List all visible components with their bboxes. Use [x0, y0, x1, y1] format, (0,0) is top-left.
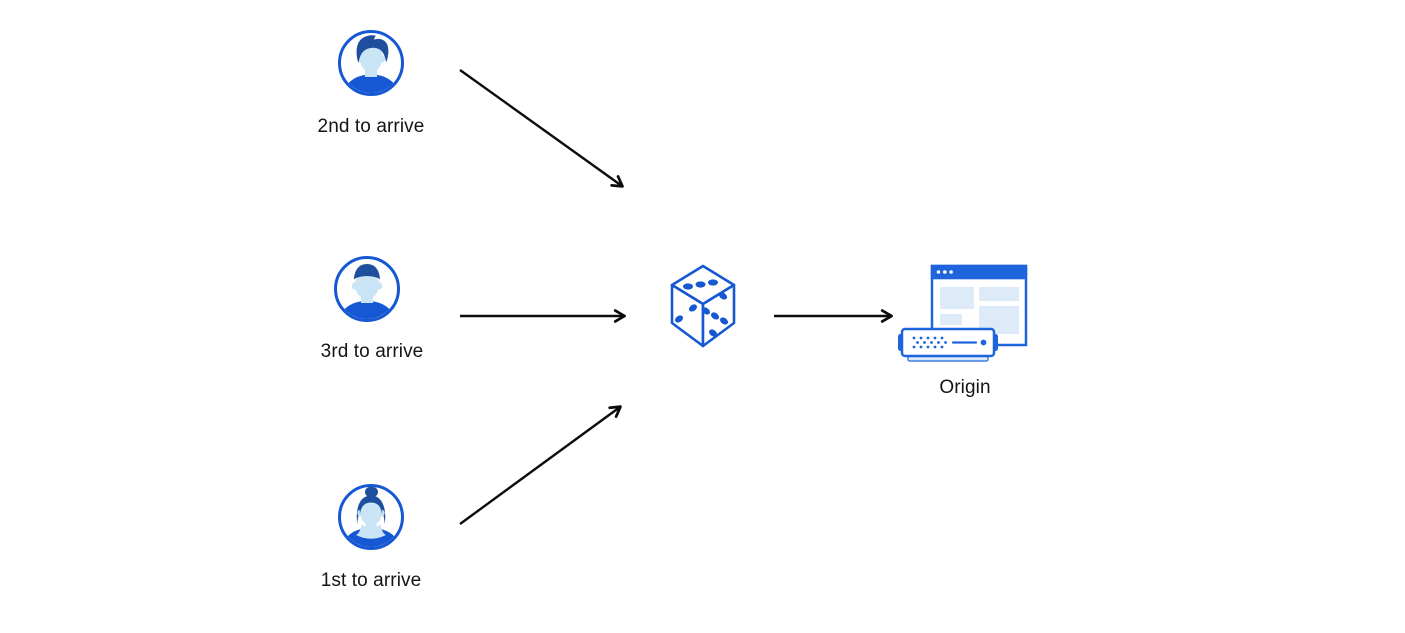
window-dot: [943, 270, 947, 274]
origin-node: Origin: [898, 263, 1028, 398]
client-label: 1st to arrive: [320, 570, 422, 591]
client-label: 2nd to arrive: [317, 116, 425, 137]
browser-title-bar: [930, 264, 1028, 280]
avatar-face: [355, 271, 379, 299]
server-appliance: [898, 327, 998, 362]
client-node-2nd-to-arrive: 2nd to arrive: [318, 30, 424, 137]
client-node-1st-to-arrive: 1st to arrive: [321, 484, 421, 591]
avatar-face: [360, 498, 382, 526]
dice-icon: [670, 264, 736, 348]
window-dot: [949, 270, 953, 274]
origin-server-icon: [898, 264, 1028, 362]
client-node-3rd-to-arrive: 3rd to arrive: [321, 256, 423, 362]
avatar-hair: [356, 35, 389, 63]
server-indicator-light: [980, 339, 987, 346]
avatar-hair: [353, 264, 381, 283]
edge-2nd-to-dice: [459, 69, 624, 188]
content-block: [979, 287, 1019, 301]
user-avatar-icon: [338, 484, 404, 550]
avatar-chest: [356, 524, 386, 539]
user-avatar-icon: [338, 30, 404, 96]
content-block: [940, 314, 962, 325]
window-dot: [936, 270, 941, 274]
selector-node: [668, 263, 738, 356]
avatar-fringe: [359, 498, 383, 514]
edge-1st-to-dice: [459, 405, 622, 525]
origin-label: Origin: [939, 377, 991, 398]
die-pips-top: [683, 279, 718, 290]
avatar-hair-bun: [365, 487, 378, 498]
server-vents: [912, 336, 947, 349]
user-avatar-icon: [334, 256, 400, 322]
die-pips-right: [701, 292, 729, 337]
die-pips-left: [674, 304, 698, 323]
avatar-face: [359, 43, 383, 72]
server-body: [900, 327, 996, 358]
content-block: [940, 287, 974, 309]
client-label: 3rd to arrive: [320, 341, 424, 362]
